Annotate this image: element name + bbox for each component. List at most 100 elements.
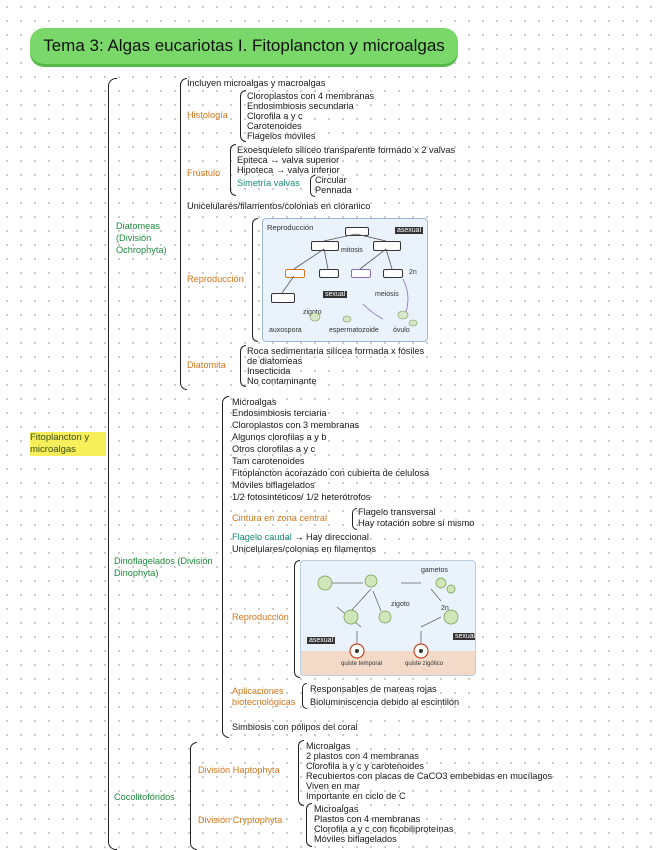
cryptophyta-item: Microalgas bbox=[314, 804, 359, 814]
dino-reproduccion-label: Reproducción bbox=[232, 612, 289, 622]
diatom-cell bbox=[311, 241, 339, 251]
dino-item: Microalgas bbox=[232, 397, 277, 407]
diagram-label-sexual: sexual bbox=[323, 291, 348, 298]
aplicaciones-item: Responsables de mareas rojas bbox=[310, 684, 437, 694]
simetria-item: Circular bbox=[315, 175, 347, 185]
haptophyta-item: 2 plastos con 4 membranas bbox=[306, 751, 419, 761]
flagelo-caudal-text: → Hay direccional bbox=[291, 532, 369, 542]
simetria-item: Pennada bbox=[315, 185, 352, 195]
dinoflagelados-bracket bbox=[222, 396, 229, 738]
diagram-label-asexual: asexual bbox=[395, 227, 424, 234]
root-node: Fitoplancton y microalgas bbox=[30, 432, 106, 456]
diatomeas-bracket bbox=[180, 78, 187, 390]
aplicaciones-item: Bioluminiscencia debido al escintilón bbox=[310, 697, 460, 707]
diatom-cell bbox=[345, 227, 369, 236]
diatomeas-reproduccion-bracket bbox=[252, 218, 258, 342]
histologia-item: Clorofila a y c bbox=[247, 111, 303, 121]
cintura-label: Cintura en zona central bbox=[232, 513, 327, 523]
cintura-bracket bbox=[352, 508, 357, 530]
dino-diagram-drawing bbox=[317, 574, 459, 659]
dino-label-zigoto: zigoto bbox=[391, 601, 410, 608]
diatomita-item: No contaminante bbox=[247, 376, 317, 386]
haptophyta-item: Microalgas bbox=[306, 741, 351, 751]
dino-reproduccion-bracket bbox=[294, 560, 300, 678]
dino-simbiosis: Simbiosis con pólipos del coral bbox=[232, 722, 358, 732]
aplicaciones-bracket bbox=[302, 683, 307, 709]
cryptophyta-label: División Cryptophyta bbox=[198, 815, 283, 825]
diatomeas-reproduccion-label: Reproducción bbox=[187, 274, 244, 284]
dinoflagelados-label: Dinoflagelados (División Dinophyta) bbox=[114, 556, 213, 578]
root-bracket bbox=[108, 78, 117, 850]
diatomita-item: Roca sedimentaria silícea formada x fósi… bbox=[247, 346, 425, 356]
diatom-cell bbox=[285, 269, 305, 278]
frustulo-bracket bbox=[230, 144, 236, 196]
histologia-item: Flagelos móviles bbox=[247, 131, 316, 141]
simetria-label: Simetría valvas bbox=[237, 178, 300, 188]
dino-item: Endosimbiosis terciaria bbox=[232, 408, 327, 418]
diatomita-item: Insecticida bbox=[247, 366, 291, 376]
haptophyta-label: División Haptophyta bbox=[198, 765, 280, 775]
flagelo-caudal-label: Flagelo caudal bbox=[232, 532, 292, 542]
dino-item: Tam carotenoides bbox=[232, 456, 305, 466]
diatom-reproduction-diagram: Reproducción asexual mitosis 2n sexual m… bbox=[262, 218, 428, 342]
diatom-cell bbox=[383, 269, 403, 278]
diagram-label-zigoto: zigoto bbox=[303, 309, 322, 316]
haptophyta-item: Clorofila a y c y carotenoides bbox=[306, 761, 424, 771]
diagram-label-ovulo: óvulo bbox=[393, 327, 410, 334]
diagram-label-espermatozoide: espermatozoide bbox=[329, 327, 379, 334]
diagram-title: Reproducción bbox=[267, 223, 314, 232]
dino-item: Cloroplastos con 3 membranas bbox=[232, 420, 360, 430]
diatomeas-intro: Incluyen microalgas y macroalgas bbox=[187, 78, 326, 88]
diatom-cell bbox=[373, 241, 401, 251]
cryptophyta-item: Clorofila a y c con ficobiliproteínas bbox=[314, 824, 454, 834]
diatomita-item: de diatomeas bbox=[247, 356, 303, 366]
diagram-arrows bbox=[281, 233, 418, 327]
dino-item: Otros clorofilas a y c bbox=[232, 444, 316, 454]
flagelo-caudal: Flagelo caudal → Hay direccional bbox=[232, 532, 369, 543]
dino-item: Fitoplancton acorazado con cubierta de c… bbox=[232, 468, 430, 478]
diatom-cell bbox=[271, 293, 295, 303]
frustulo-item: Exoesqueleto silíceo transparente formad… bbox=[237, 145, 456, 155]
haptophyta-item: Importante en ciclo de C bbox=[306, 791, 406, 801]
frustulo-item: Epiteca → valva superior bbox=[237, 155, 340, 165]
cintura-item: Hay rotación sobre sí mismo bbox=[358, 518, 475, 528]
page-title: Tema 3: Algas eucariotas I. Fitoplancton… bbox=[30, 28, 458, 64]
cryptophyta-item: Móviles biflagelados bbox=[314, 834, 397, 844]
haptophyta-bracket bbox=[298, 740, 304, 806]
diagram-label-2n: 2n bbox=[409, 269, 417, 276]
dino-unicelulares: Unicelulares/colonias en filamentos bbox=[232, 544, 377, 554]
dino-label-gametos: gametos bbox=[421, 567, 448, 574]
cryptophyta-item: Plastos con 4 membranas bbox=[314, 814, 421, 824]
haptophyta-item: Recubiertos con placas de CaCO3 embebida… bbox=[306, 771, 553, 781]
dino-label-sexual: sexual bbox=[453, 633, 476, 640]
diagram-label-auxospora: auxospora bbox=[269, 327, 302, 334]
haptophyta-item: Viven en mar bbox=[306, 781, 360, 791]
diatomita-label: Diatomita bbox=[187, 360, 226, 370]
cryptophyta-bracket bbox=[306, 803, 312, 847]
simetria-bracket bbox=[310, 175, 315, 197]
diatomeas-label: Diatomeas (División Ochrophyta) bbox=[116, 221, 167, 255]
histologia-item: Carotenoides bbox=[247, 121, 302, 131]
diagram-label-mitosis: mitosis bbox=[341, 247, 363, 254]
histologia-item: Endosimbiosis secundaria bbox=[247, 101, 354, 111]
dino-label-quiste-zigotico: quiste zigótico bbox=[405, 661, 444, 667]
dino-label-2n: 2n bbox=[441, 605, 449, 612]
aplicaciones-label: Aplicaciones biotecnológicas bbox=[232, 686, 296, 707]
histologia-label: Histología bbox=[187, 110, 228, 120]
diatom-cell bbox=[319, 269, 339, 278]
dino-item: Móviles biflagelados bbox=[232, 480, 315, 490]
cintura-item: Flagelo transversal bbox=[358, 507, 436, 517]
dino-label-asexual: asexual bbox=[307, 637, 336, 644]
dino-item: 1/2 fotosintéticos/ 1/2 heterótrofos bbox=[232, 492, 371, 502]
sediment-zone bbox=[301, 651, 475, 675]
diatomeas-unicelulares: Unicelulares/filamentos/colonias en clor… bbox=[187, 201, 371, 211]
histologia-bracket bbox=[240, 90, 246, 142]
histologia-item: Cloroplastos con 4 membranas bbox=[247, 91, 375, 101]
diatomita-bracket bbox=[240, 345, 246, 387]
diagram-label-meiosis: meiosis bbox=[375, 291, 399, 298]
frustulo-item: Hipoteca → valva inferior bbox=[237, 165, 340, 175]
cocolitoforidos-label: Cocolitofóridos bbox=[114, 792, 175, 802]
cocolitoforidos-bracket bbox=[190, 742, 197, 850]
dino-label-quiste-temporal: quiste temporal bbox=[341, 661, 383, 667]
frustulo-label: Frústulo bbox=[187, 168, 221, 178]
